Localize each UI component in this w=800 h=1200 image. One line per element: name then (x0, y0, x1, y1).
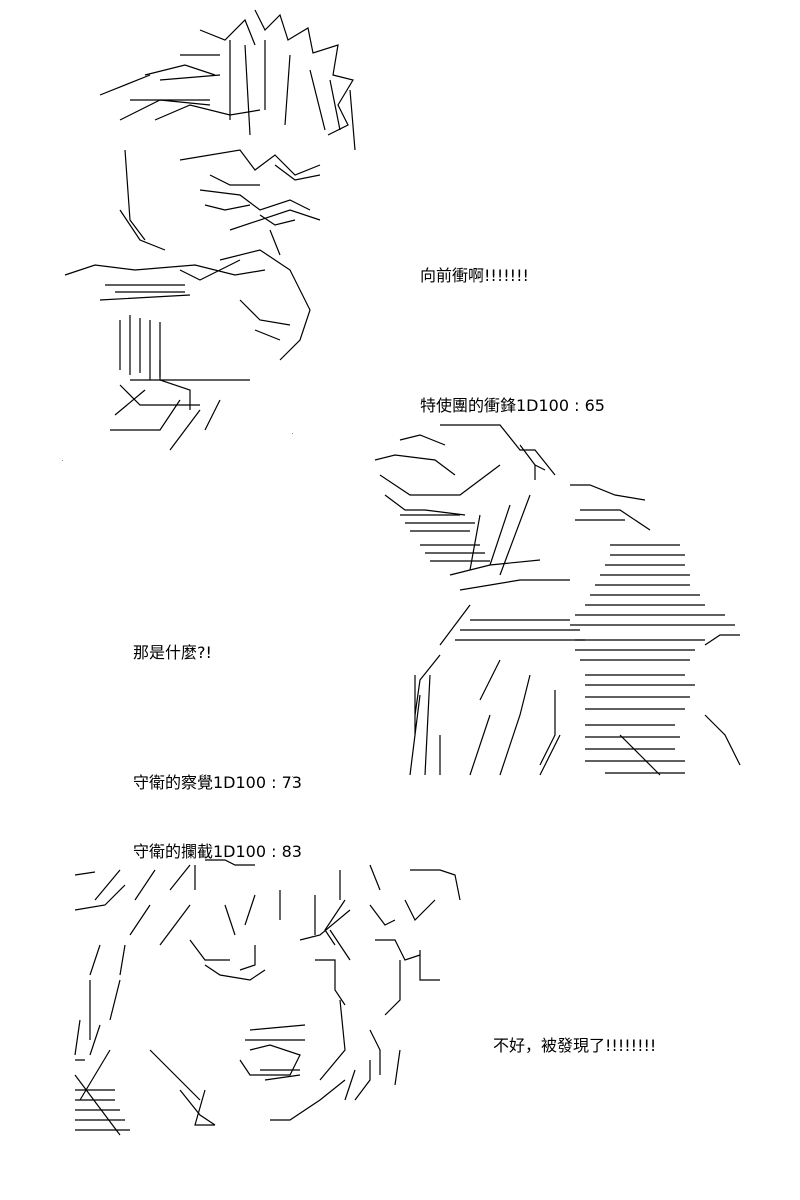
exclaim-line: 那是什麼?! (133, 643, 212, 662)
shout-line: 向前衝啊!!!!!!! (420, 266, 529, 285)
speck (62, 460, 63, 461)
panel-3-text: 不好，被發現了!!!!!!!! (493, 988, 656, 1103)
ascii-art-cloaked-figure (360, 415, 750, 785)
notice-roll-line: 守衛的察覺1D100 : 73 (133, 773, 302, 792)
panel-2-text: 那是什麼?! 守衛的察覺1D100 : 73 守衛的攔截1D100 : 83 (133, 595, 302, 909)
ascii-art-startled-face (70, 850, 470, 1140)
panel-1-text: 向前衝啊!!!!!!! 特使團的衝鋒1D100 : 65 (420, 218, 605, 463)
panic-line: 不好，被發現了!!!!!!!! (493, 1036, 657, 1055)
speck (292, 433, 293, 434)
speck (292, 776, 293, 777)
intercept-roll-line: 守衛的攔截1D100 : 83 (133, 842, 302, 861)
roll-line: 特使團的衝鋒1D100 : 65 (420, 396, 605, 415)
ascii-art-character-charging (60, 0, 380, 470)
